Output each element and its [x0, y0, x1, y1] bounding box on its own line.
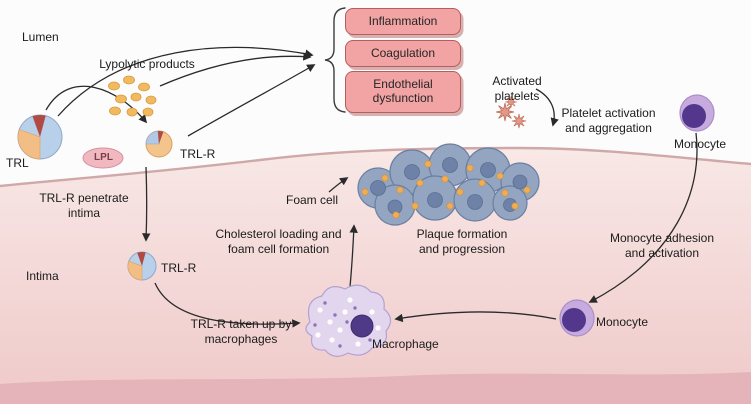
trl-label: TRL: [6, 156, 29, 170]
monocyte-bottom-label: Monocyte: [596, 315, 649, 329]
lypolytic-products-label: Lypolytic products: [99, 57, 195, 71]
arrow-platelet-activation: [535, 88, 559, 127]
trl-remnant-intima-label: TRL-R: [161, 261, 197, 275]
lypolytic-products-icon: [108, 75, 157, 117]
trl-penetrate-label: TRL-R penetrate intima: [39, 191, 129, 220]
endothelial-dysfunction-box: Endothelial dysfunction: [345, 71, 461, 113]
platelet-activation-label: Platelet activation and aggregation: [561, 106, 656, 135]
plaque-formation-label: Plaque formation and progression: [416, 227, 508, 256]
lpl-enzyme-icon: [82, 147, 124, 169]
arrow-trl-to-brace: [57, 46, 314, 117]
arrow-trlr-to-macrophage: [154, 282, 301, 328]
lpl-label: LPL: [94, 152, 113, 163]
arrow-trl-penetrate: [142, 166, 151, 242]
arrow-monocyte-to-macrophage: [394, 311, 557, 323]
coagulation-box: Coagulation: [345, 40, 461, 67]
lumen-region-label: Lumen: [22, 30, 59, 44]
arrow-foamcell-to-plaque: [328, 177, 349, 193]
endothelium-surface-line: [0, 146, 751, 188]
activated-platelets-icon: [495, 96, 527, 129]
trl-taken-up-label: TRL-R taken up by macrophages: [190, 317, 292, 346]
trl-particle-icon: [17, 114, 63, 160]
arrow-monocyte-adhesion: [588, 132, 698, 303]
trl-remnant-top-icon: [145, 130, 173, 158]
monocyte-top-label: Monocyte: [674, 137, 727, 151]
macrophage-cell-icon: [305, 284, 392, 357]
arrow-trlr-to-brace: [187, 64, 316, 137]
plaque-foam-cells-icon: [357, 143, 540, 226]
monocyte-bottom-icon: [559, 299, 595, 337]
inflammation-box: Inflammation: [345, 8, 461, 35]
macrophage-label: Macrophage: [372, 337, 439, 351]
intima-region: [0, 148, 751, 404]
activated-platelets-label: Activated platelets: [492, 74, 542, 103]
arrow-macrophage-to-foamcell: [349, 224, 358, 288]
brace-icon: [324, 7, 346, 113]
monocyte-adhesion-label: Monocyte adhesion and activation: [609, 231, 715, 260]
foam-cell-label: Foam cell: [286, 193, 339, 207]
intima-region-label: Intima: [26, 269, 59, 283]
intima-bottom-band: [0, 372, 751, 404]
trl-remnant-intima-icon: [127, 251, 157, 281]
cholesterol-loading-label: Cholesterol loading and foam cell format…: [215, 227, 342, 256]
monocyte-top-icon: [679, 94, 715, 132]
trl-remnant-top-label: TRL-R: [180, 147, 216, 161]
arrow-lypolytic-to-brace: [159, 52, 312, 87]
